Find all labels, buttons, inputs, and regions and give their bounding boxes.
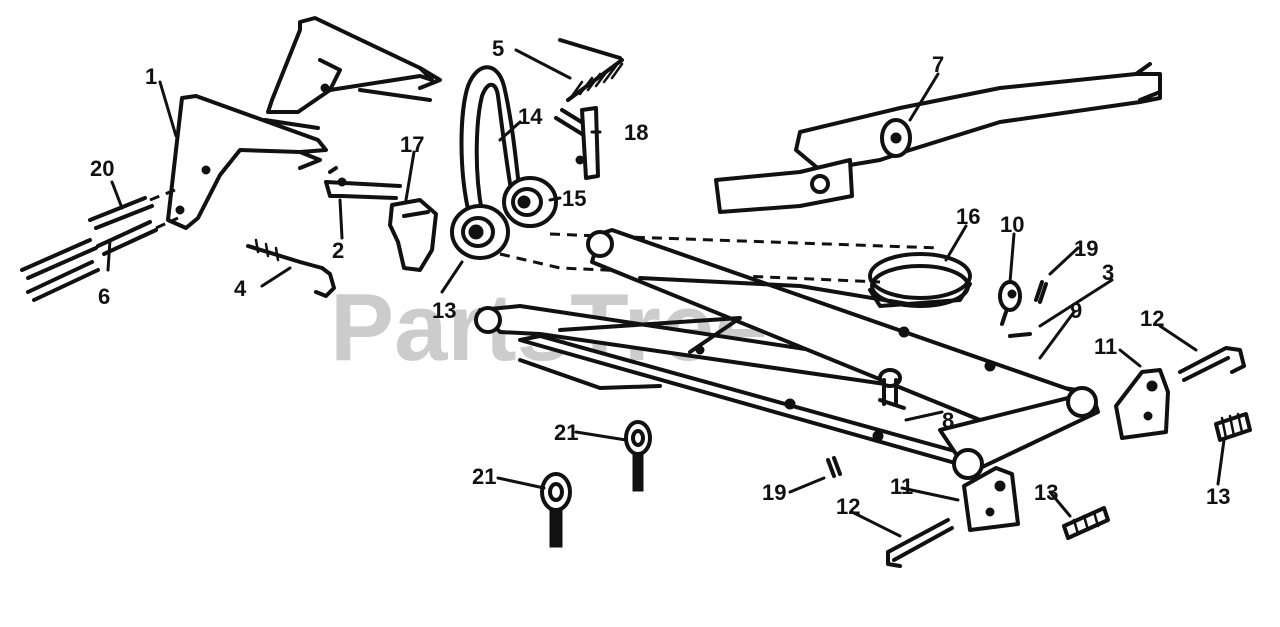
part-21-eyebolt-upper [624, 420, 652, 492]
part-12-hook-lower [886, 518, 954, 568]
callout-14: 14 [518, 104, 543, 129]
part-6-rod [26, 216, 179, 302]
callout-18: 18 [624, 120, 648, 145]
part-5-spring [558, 38, 624, 102]
part-19-cotter-lower [826, 456, 842, 478]
part-10-washer [998, 280, 1022, 326]
callout-12-lower: 12 [836, 494, 860, 519]
callout-16: 16 [956, 204, 980, 229]
callout-2: 2 [332, 238, 344, 263]
part-11-bracket-lower [962, 466, 1020, 532]
part-4-hook [246, 238, 336, 298]
callout-4: 4 [234, 276, 247, 301]
part-19-cotter-top [1034, 280, 1048, 304]
callout-8: 8 [942, 408, 954, 433]
part-18-bracket [554, 106, 600, 180]
part-1-bracket [166, 16, 442, 230]
callout-21-upper: 21 [554, 420, 578, 445]
callout-6: 6 [98, 284, 110, 309]
part-2-bracket [324, 166, 402, 200]
part-15-pulley [502, 176, 558, 228]
callout-7: 7 [932, 52, 944, 77]
part-8-pin [878, 368, 906, 410]
callout-13-right: 13 [1206, 484, 1230, 509]
part-13-bolt-lower [1062, 506, 1110, 540]
callout-1: 1 [145, 64, 157, 89]
callout-3: 3 [1102, 260, 1114, 285]
callout-labels: 1 2 3 4 5 6 7 8 9 10 11 11 12 12 13 13 1… [90, 36, 1230, 519]
callout-11-lower: 11 [890, 474, 913, 499]
callout-15: 15 [562, 186, 586, 211]
callout-19-upper: 19 [1074, 236, 1098, 261]
callout-12-upper: 12 [1140, 306, 1164, 331]
part-9-frame [474, 228, 1100, 480]
part-12-hook-upper [1178, 346, 1246, 382]
callout-17: 17 [400, 132, 424, 157]
callout-13-pulley: 13 [432, 298, 456, 323]
callout-20: 20 [90, 156, 114, 181]
part-20-rod [20, 188, 176, 280]
callout-5: 5 [492, 36, 504, 61]
part-14-belt [459, 65, 522, 220]
callout-leaders [106, 48, 1226, 538]
alignment-lines [499, 232, 941, 284]
part-17-clip [388, 198, 438, 272]
part-13-pulley [450, 204, 510, 260]
callout-19-lower: 19 [762, 480, 786, 505]
part-3-pin [1008, 332, 1032, 338]
part-7-lift-arm [714, 62, 1162, 214]
part-21-eyebolt-lower [540, 472, 572, 548]
callout-10: 10 [1000, 212, 1024, 237]
callout-11-upper: 11 [1094, 334, 1117, 359]
part-13-bolt-right [1214, 412, 1252, 442]
callout-9: 9 [1070, 298, 1082, 323]
part-11-bracket-upper [1114, 368, 1170, 440]
callout-13-lower: 13 [1034, 480, 1058, 505]
callout-21-lower: 21 [472, 464, 496, 489]
